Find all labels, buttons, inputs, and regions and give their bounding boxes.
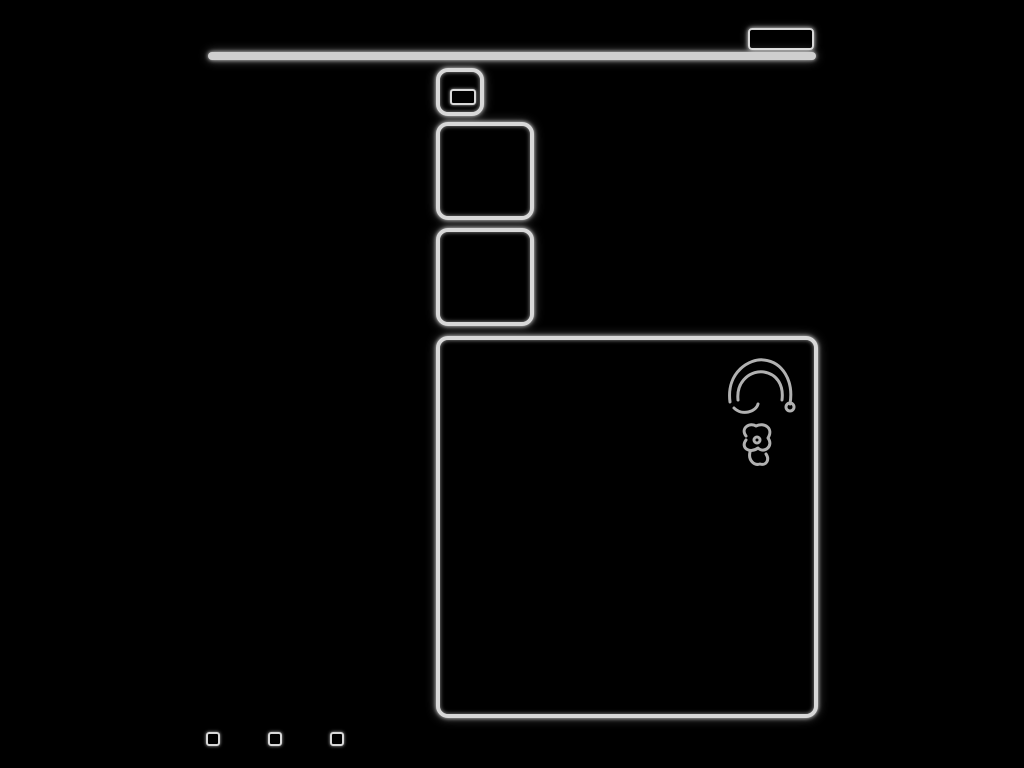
question-1-label-line xyxy=(232,89,422,106)
option-2-checkbox[interactable] xyxy=(268,732,282,746)
footer-credits xyxy=(576,734,816,764)
question-4-label-line xyxy=(232,342,422,359)
question-4-label-line xyxy=(232,393,422,410)
footer-options xyxy=(206,732,388,746)
question-1-label-line xyxy=(232,72,422,89)
header-action-button[interactable] xyxy=(748,28,814,50)
page-subtitle xyxy=(210,30,550,46)
question-4-label xyxy=(232,342,422,410)
question-4-label-line xyxy=(232,359,422,376)
option-3-checkbox[interactable] xyxy=(330,732,344,746)
hand-drawn-figure-icon xyxy=(728,358,796,466)
question-1-input[interactable] xyxy=(450,89,476,105)
option-3-label xyxy=(348,732,388,746)
question-3-label-line xyxy=(232,268,422,285)
option-1-checkbox[interactable] xyxy=(206,732,220,746)
question-2-answer-box[interactable] xyxy=(436,122,534,220)
question-4-counter xyxy=(448,344,478,358)
question-2-label-line xyxy=(232,145,422,162)
question-3-label-line xyxy=(232,234,422,251)
question-4-answer-box[interactable] xyxy=(436,336,818,718)
question-2-label xyxy=(232,128,422,179)
page-title xyxy=(210,2,370,30)
question-4-label-line xyxy=(232,376,422,393)
question-1-label xyxy=(232,72,422,106)
footer-credits-line xyxy=(576,749,816,764)
question-2-label-line xyxy=(232,162,422,179)
question-2-counter xyxy=(448,130,478,144)
option-2-label xyxy=(286,732,326,746)
footer-note xyxy=(206,752,556,765)
question-2-label-line xyxy=(232,128,422,145)
question-1-answer-box[interactable] xyxy=(436,68,484,116)
question-3-answer-box[interactable] xyxy=(436,228,534,326)
option-1-label xyxy=(224,732,264,746)
question-3-label xyxy=(232,234,422,285)
question-3-label-line xyxy=(232,251,422,268)
footer-credits-line xyxy=(576,734,816,749)
question-3-counter xyxy=(448,236,478,250)
question-1-counter xyxy=(448,76,478,90)
header-divider xyxy=(208,52,816,60)
